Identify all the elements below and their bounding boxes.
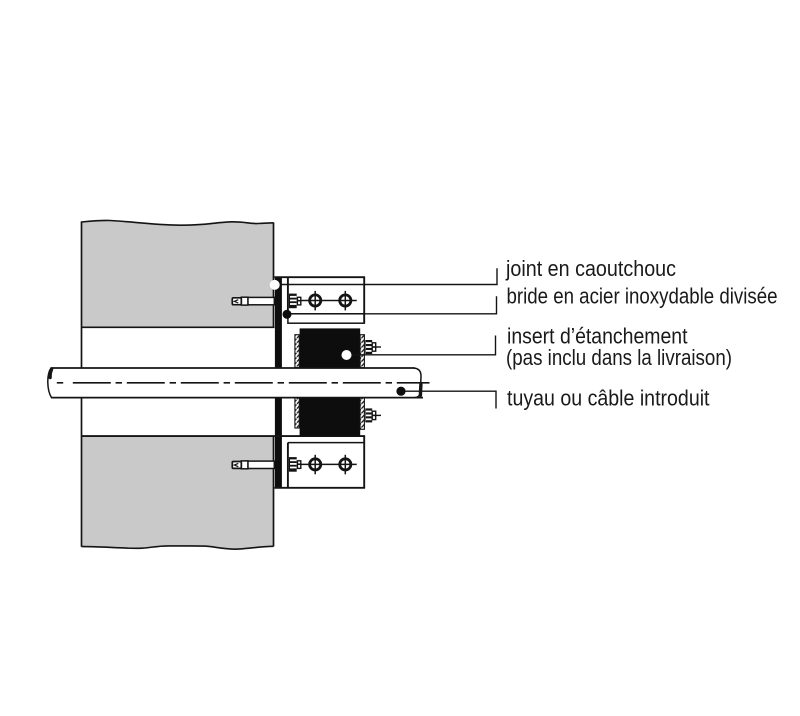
svg-text:(pas inclu dans la livraison): (pas inclu dans la livraison) <box>506 345 732 370</box>
svg-text:tuyau ou câble introduit: tuyau ou câble introduit <box>507 386 710 411</box>
svg-text:joint en caoutchouc: joint en caoutchouc <box>505 256 676 281</box>
svg-text:insert d’étanchement: insert d’étanchement <box>507 324 688 349</box>
svg-text:bride en acier inoxydable divi: bride en acier inoxydable divisée <box>507 283 778 308</box>
